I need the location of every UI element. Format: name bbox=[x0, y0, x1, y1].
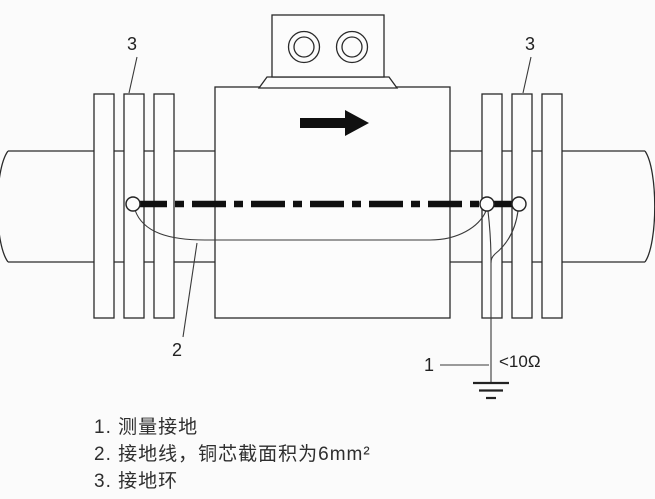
leader-lines bbox=[128, 56, 532, 366]
grounding-wire-main bbox=[134, 209, 487, 241]
resistance-label: <10Ω bbox=[499, 352, 541, 371]
callout-ring-left: 3 bbox=[127, 34, 137, 54]
leader-line-ring-left bbox=[128, 56, 138, 94]
legend-item-2: 2. 接地线，铜芯截面积为6mm² bbox=[94, 443, 371, 465]
cable-gland-left-inner-icon bbox=[293, 36, 315, 58]
ground-node-right-2 bbox=[511, 196, 527, 212]
legend-item-1: 1. 测量接地 bbox=[94, 416, 198, 438]
junction-box-pedestal bbox=[257, 76, 399, 89]
leader-line-wire bbox=[182, 242, 198, 338]
legend-item-3: 3. 接地环 bbox=[94, 470, 178, 492]
left-pipe-end-arc bbox=[0, 150, 9, 263]
grounding-wire-branch bbox=[490, 210, 519, 264]
callout-ring-right: 3 bbox=[525, 34, 535, 54]
flow-direction-arrow-icon bbox=[300, 110, 369, 136]
ground-node-right-1 bbox=[479, 196, 495, 212]
legend: 1. 测量接地 2. 接地线，铜芯截面积为6mm² 3. 接地环 bbox=[94, 416, 371, 492]
leader-line-ring-right bbox=[522, 56, 532, 94]
callout-wire: 2 bbox=[172, 340, 182, 360]
cable-gland-right-inner-icon bbox=[341, 36, 363, 58]
callout-ground-point: 1 bbox=[424, 355, 434, 375]
cable-gland-left-icon bbox=[287, 30, 321, 64]
cable-gland-right-icon bbox=[335, 30, 369, 64]
ground-node-left bbox=[125, 196, 141, 212]
flange-plate bbox=[541, 93, 563, 319]
flange-plate bbox=[93, 93, 115, 319]
junction-box bbox=[257, 14, 399, 89]
earth-ground-icon bbox=[473, 381, 509, 400]
junction-box-housing bbox=[271, 14, 385, 78]
right-pipe-end-arc bbox=[644, 150, 655, 263]
grounding-wires bbox=[134, 209, 519, 383]
